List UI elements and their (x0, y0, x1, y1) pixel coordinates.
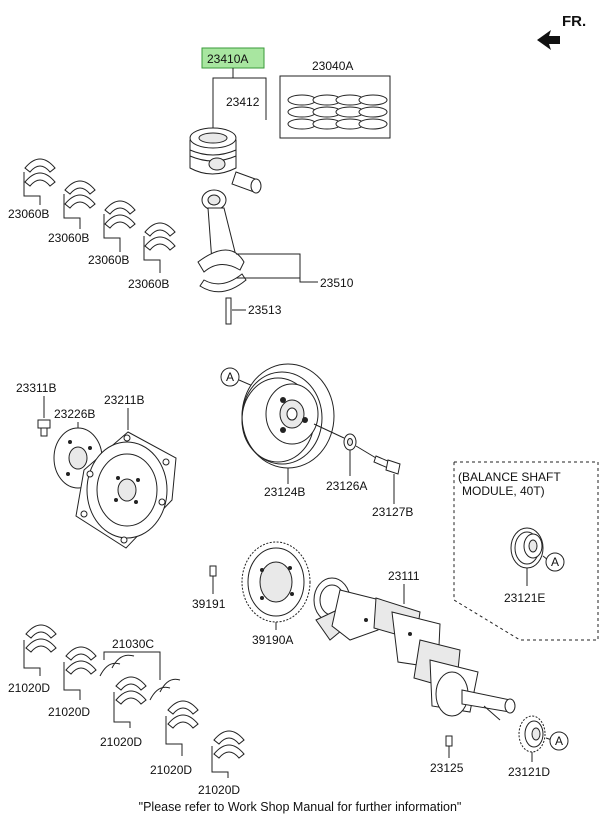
part-label-23410A[interactable]: 23410A (207, 52, 248, 66)
bearing-shell-drawing (115, 676, 147, 705)
part-label-23125[interactable]: 23125 (430, 761, 464, 775)
ref-mark-balance: A (551, 555, 559, 569)
ring-set-box (279, 75, 391, 139)
part-label-23111[interactable]: 23111 (388, 569, 420, 583)
bearing-shell-drawing (144, 222, 176, 251)
flywheel-bolt-drawing (37, 419, 51, 437)
drive-plate-drawing (75, 431, 177, 549)
ring-gear-group: 39191 39190A (192, 541, 311, 647)
piston-pin-drawing (231, 171, 262, 194)
bearing-shell-drawing (104, 200, 136, 229)
bearing-shell-drawing (65, 646, 97, 675)
part-label-23510[interactable]: 23510 (320, 276, 354, 290)
front-arrow-icon (537, 30, 560, 50)
part-label-21020D-4[interactable]: 21020D (150, 763, 192, 777)
part-label-21020D-5[interactable]: 21020D (198, 783, 240, 797)
bearing-shell-drawing (25, 624, 57, 653)
part-label-23060B-4[interactable]: 23060B (128, 277, 169, 291)
part-label-23513[interactable]: 23513 (248, 303, 282, 317)
crank-sprocket-group: A 23121D (508, 715, 569, 779)
pin-39191-drawing (209, 565, 217, 577)
front-label: FR. (562, 13, 586, 30)
main-bearings-group: 21020D 21020D 21020D 21020D 21020D 21030… (8, 624, 245, 797)
part-label-23124B[interactable]: 23124B (264, 485, 305, 499)
ref-mark-circle (220, 367, 240, 387)
crankshaft-group: 23111 23125 (313, 569, 516, 775)
balance-shaft-note-line: (BALANCE SHAFT (458, 470, 561, 484)
thrust-washer-drawing (99, 654, 181, 701)
piston-assembly-group: 23410A 23412 23040A (189, 47, 391, 194)
part-label-39190A[interactable]: 39190A (252, 633, 293, 647)
pulley-washer-drawing (343, 433, 357, 451)
part-label-21020D-1[interactable]: 21020D (8, 681, 50, 695)
bearing-shell-drawing (167, 700, 199, 729)
part-label-23121D[interactable]: 23121D (508, 765, 550, 779)
part-label-21020D-2[interactable]: 21020D (48, 705, 90, 719)
piston-rings-drawing (287, 94, 388, 130)
damper-pulley-drawing (241, 363, 335, 469)
ref-mark-circle (545, 552, 565, 572)
crank-sprocket-drawing (518, 715, 546, 753)
part-label-23121E[interactable]: 23121E (504, 591, 545, 605)
part-label-23040A[interactable]: 23040A (312, 59, 353, 73)
balance-shaft-note-line: MODULE, 40T) (462, 484, 545, 498)
part-label-23127B[interactable]: 23127B (372, 505, 413, 519)
part-label-23060B-1[interactable]: 23060B (8, 207, 49, 221)
connecting-rod-drawing (197, 189, 247, 325)
footnote: "Please refer to Work Shop Manual for fu… (138, 800, 462, 814)
bearing-shell-drawing (24, 158, 56, 187)
crankshaft-drawing (313, 577, 516, 717)
part-label-23060B-3[interactable]: 23060B (88, 253, 129, 267)
ref-mark-pulley: A (226, 370, 234, 384)
part-label-21020D-3[interactable]: 21020D (100, 735, 142, 749)
pulley-bolt-drawing (373, 455, 401, 475)
bearing-shell-drawing (64, 180, 96, 209)
part-label-23226B[interactable]: 23226B (54, 407, 95, 421)
connecting-rod-group: 23510 23513 (197, 189, 354, 325)
bearing-shell-drawing (213, 730, 245, 759)
piston-drawing (189, 127, 237, 175)
front-direction-indicator: FR. (537, 13, 586, 50)
part-label-23311B[interactable]: 23311B (16, 381, 56, 395)
part-label-23211B[interactable]: 23211B (104, 393, 144, 407)
con-rod-bearings-group: 23060B 23060B 23060B 23060B (8, 158, 176, 291)
ref-mark-circle (549, 731, 569, 751)
balance-shaft-group: (BALANCE SHAFT MODULE, 40T) A 23121E (453, 461, 599, 641)
part-label-23412[interactable]: 23412 (226, 95, 260, 109)
ref-mark-crank: A (555, 734, 563, 748)
part-label-23060B-2[interactable]: 23060B (48, 231, 89, 245)
drive-plate-group: 23311B 23226B 23211B (16, 381, 177, 549)
woodruff-key-drawing (445, 735, 453, 747)
part-label-39191[interactable]: 39191 (192, 597, 226, 611)
part-label-21030C[interactable]: 21030C (112, 637, 154, 651)
damper-pulley-group: A 23124B 23126A 23127B (220, 363, 413, 519)
balance-sprocket-drawing (510, 527, 544, 569)
ring-gear-drawing (241, 541, 311, 623)
part-label-23126A[interactable]: 23126A (326, 479, 367, 493)
